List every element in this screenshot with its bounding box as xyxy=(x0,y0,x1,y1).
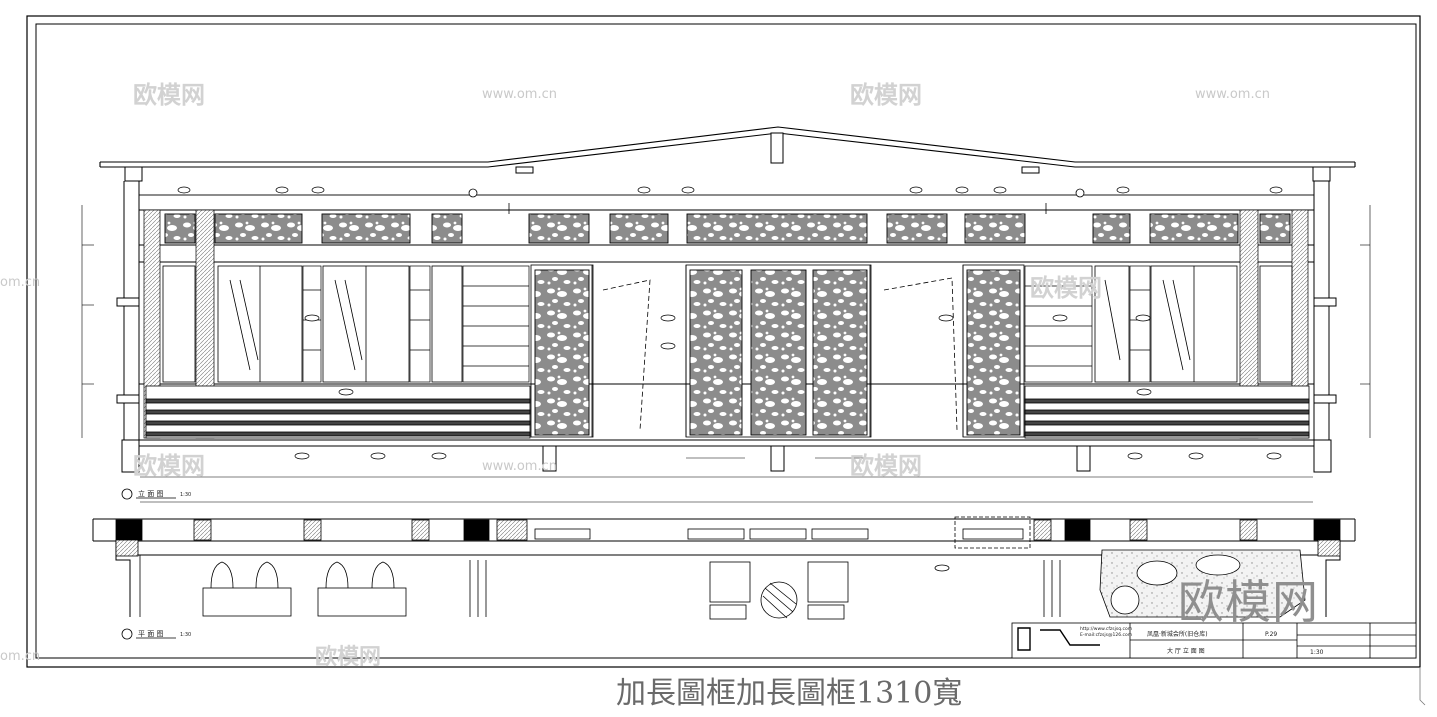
footer-caption: 加長圖框加長圖框1310寬 xyxy=(616,676,963,711)
watermark-brand: 欧模网 xyxy=(315,644,381,670)
brand-watermark-large: 欧模网 xyxy=(1178,575,1319,629)
ceiling-fixtures xyxy=(468,188,1085,214)
tall-foliage-screens xyxy=(534,269,1021,436)
title-block-scale: 1:30 xyxy=(1310,649,1324,656)
annotation-tags xyxy=(177,186,1283,460)
watermark-site: www.om.cn xyxy=(482,87,557,102)
dimension-lines xyxy=(81,205,1371,503)
title-block-email: E-mail:cfzsjs@126.com xyxy=(1080,632,1132,638)
watermark-brand: 欧模网 xyxy=(1030,274,1102,302)
elevation-title-group: 立 面 图 1:30 xyxy=(121,488,191,500)
frame-extension-mark xyxy=(1419,667,1426,706)
wall-panels xyxy=(302,265,1151,383)
watermark-brand: 欧模网 xyxy=(850,81,922,109)
title-block-project: 凤凰·新城会所(旧仓库) xyxy=(1147,630,1208,638)
inner-border xyxy=(35,23,1417,659)
plan-label: 平 面 图 xyxy=(138,630,163,638)
wainscot-left xyxy=(145,385,531,439)
title-block xyxy=(1011,622,1417,659)
watermark-site: www.om.cn xyxy=(1195,87,1270,102)
watermark-brand: 欧模网 xyxy=(133,452,205,480)
glass-doors xyxy=(162,265,1293,383)
title-block-url: http://www.cfzsjsq.com xyxy=(1080,626,1132,632)
title-block-sheet-name: 大 厅 立 面 图 xyxy=(1167,647,1205,655)
central-openings xyxy=(591,265,964,437)
upper-foliage-panels xyxy=(164,213,1291,244)
plan-title-group: 平 面 图 1:30 xyxy=(121,628,191,640)
elevation-label: 立 面 图 xyxy=(138,489,163,498)
elevation-scale: 1:30 xyxy=(180,492,191,498)
plan-screens xyxy=(534,516,1031,572)
plan-scale: 1:30 xyxy=(180,632,191,638)
roof-outline xyxy=(99,126,1356,168)
plan-stone-area xyxy=(1099,549,1306,618)
roof-beams xyxy=(124,132,1331,182)
watermark-brand: 欧模网 xyxy=(133,81,205,109)
watermark-site: www.om.cn xyxy=(482,459,557,474)
watermark-site-edge: om.cn xyxy=(0,649,40,664)
plan-furniture xyxy=(139,555,1061,620)
watermark-brand: 欧模网 xyxy=(850,452,922,480)
wainscot-right xyxy=(1024,385,1310,439)
plan-columns xyxy=(115,519,1341,557)
watermark-site-edge: om.cn xyxy=(0,275,40,290)
watermarks: 欧模网 www.om.cn 欧模网 www.om.cn om.cn 欧模网 欧模… xyxy=(0,81,1270,670)
title-block-sheet-no: P.29 xyxy=(1265,631,1277,638)
outer-border xyxy=(26,15,1421,668)
floor-slab xyxy=(138,439,1315,472)
